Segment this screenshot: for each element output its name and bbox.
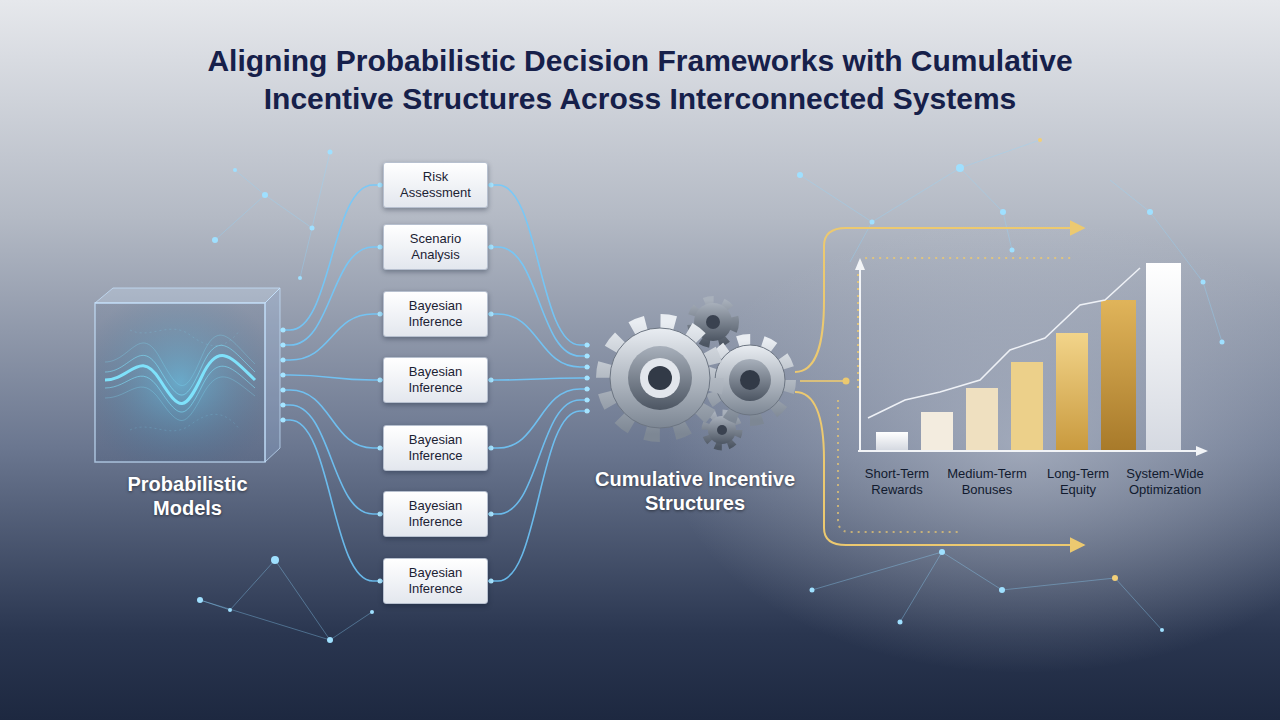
process-box: Scenario Analysis — [383, 224, 488, 270]
bar-chart — [855, 258, 1208, 456]
glass-cube — [95, 288, 280, 462]
connector-dot — [378, 512, 383, 517]
connector-line — [280, 247, 383, 345]
connector-dot — [585, 387, 590, 392]
connector-line — [488, 185, 590, 345]
connector-dot — [378, 312, 383, 317]
process-box: Bayesian Inference — [383, 425, 488, 471]
connector — [488, 376, 590, 383]
connector-dot — [378, 579, 383, 584]
gears — [604, 300, 790, 447]
connector-dot — [281, 343, 286, 348]
axis-label: Short-Term Rewards — [854, 466, 940, 498]
connector — [280, 418, 383, 584]
connector-line — [488, 411, 590, 581]
connector-line — [488, 314, 590, 367]
node-text: Cumulative Incentive Structures — [593, 467, 798, 515]
connector-line — [280, 314, 383, 360]
connector — [280, 245, 383, 348]
network-dots — [197, 138, 1225, 643]
connector — [488, 183, 590, 348]
flow-arrows — [795, 228, 1084, 545]
connector-dot — [489, 512, 494, 517]
node-text: Bayesian Inference — [392, 498, 479, 530]
connector — [488, 409, 590, 584]
connector-dot — [378, 183, 383, 188]
connector-dot — [378, 378, 383, 383]
network-lines — [200, 140, 1222, 640]
connector — [488, 312, 590, 370]
gear-group: Cumulative Incentive Structures — [590, 300, 800, 515]
connector-dot — [489, 183, 494, 188]
connector — [488, 387, 590, 451]
process-box: Bayesian Inference — [383, 558, 488, 604]
axis-label: System-Wide Optimization — [1122, 466, 1208, 498]
process-box: Bayesian Inference — [383, 491, 488, 537]
connector-dot — [281, 358, 286, 363]
connector-dot — [489, 378, 494, 383]
connector-line — [280, 375, 383, 380]
connector-dot — [585, 343, 590, 348]
connector-dot — [489, 446, 494, 451]
connector-dot — [585, 354, 590, 359]
process-box: Bayesian Inference — [383, 357, 488, 403]
node-text: Risk Assessment — [392, 169, 479, 201]
axis-label: Long-Term Equity — [1035, 466, 1121, 498]
connector-dot — [585, 365, 590, 370]
connector — [280, 183, 383, 333]
node-text: Bayesian Inference — [392, 298, 479, 330]
connector — [280, 388, 383, 451]
connector-line — [280, 420, 383, 581]
connector-line — [280, 185, 383, 330]
connector-dot — [585, 409, 590, 414]
connector-line — [488, 378, 590, 380]
node-text: Scenario Analysis — [392, 231, 479, 263]
node-text: Bayesian Inference — [392, 364, 479, 396]
connector-dot — [281, 373, 286, 378]
connector-dot — [585, 398, 590, 403]
connector-line — [488, 389, 590, 448]
process-box: Bayesian Inference — [383, 291, 488, 337]
node-text: Bayesian Inference — [392, 565, 479, 597]
connector-line — [280, 390, 383, 448]
connector — [280, 373, 383, 383]
connector-dot — [489, 579, 494, 584]
model-cube: Probabilistic Models — [95, 285, 280, 520]
connector-dot — [281, 328, 286, 333]
node-text: Bayesian Inference — [392, 432, 479, 464]
node-text: Probabilistic Models — [103, 472, 273, 520]
connector-dot — [489, 245, 494, 250]
connector-dot — [281, 388, 286, 393]
connector-dot — [281, 418, 286, 423]
process-box: Risk Assessment — [383, 162, 488, 208]
connector-dot — [378, 245, 383, 250]
axis-label: Medium-Term Bonuses — [944, 466, 1030, 498]
connector-dot — [489, 312, 494, 317]
connector — [280, 312, 383, 363]
connector-dot — [378, 446, 383, 451]
connector-dot — [281, 403, 286, 408]
diagram-title: Aligning Probabilistic Decision Framewor… — [140, 42, 1140, 118]
connector-dot — [585, 376, 590, 381]
